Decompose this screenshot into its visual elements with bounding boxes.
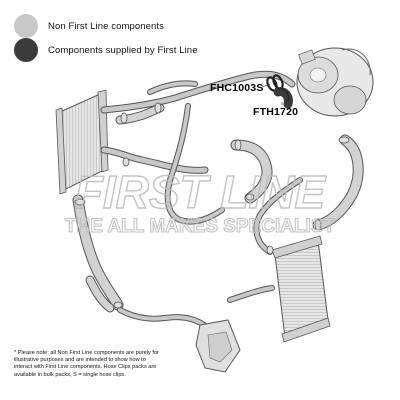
disclaimer-note: * Please note: all Non First Line compon…	[14, 350, 159, 378]
brand-watermark: FIRST LINE THE ALL MAKES SPECIALIST	[64, 165, 336, 237]
watermark-brand: FIRST LINE	[75, 166, 327, 218]
legend-label: Non First Line components	[48, 20, 165, 32]
legend-item-first-line: Components supplied by First Line	[14, 38, 198, 62]
intercooler-lower-right	[271, 235, 331, 343]
hose-clamps	[74, 102, 350, 309]
turbocharger	[296, 47, 374, 117]
watermark-tagline: THE ALL MAKES SPECIALIST	[65, 216, 336, 237]
lower-housing	[195, 319, 241, 373]
first-line-parts	[261, 74, 293, 109]
part-label-fhc1003s: FHC1003S	[210, 82, 264, 94]
legend-swatch-grey-icon	[14, 14, 38, 38]
non-first-line-hoses	[72, 70, 364, 333]
fth1720-hose	[273, 87, 293, 109]
legend-item-non-first-line: Non First Line components	[14, 14, 164, 38]
legend-label: Components supplied by First Line	[48, 44, 198, 56]
legend-swatch-dark-icon	[14, 38, 38, 62]
part-label-fth1720: FTH1720	[253, 106, 299, 118]
